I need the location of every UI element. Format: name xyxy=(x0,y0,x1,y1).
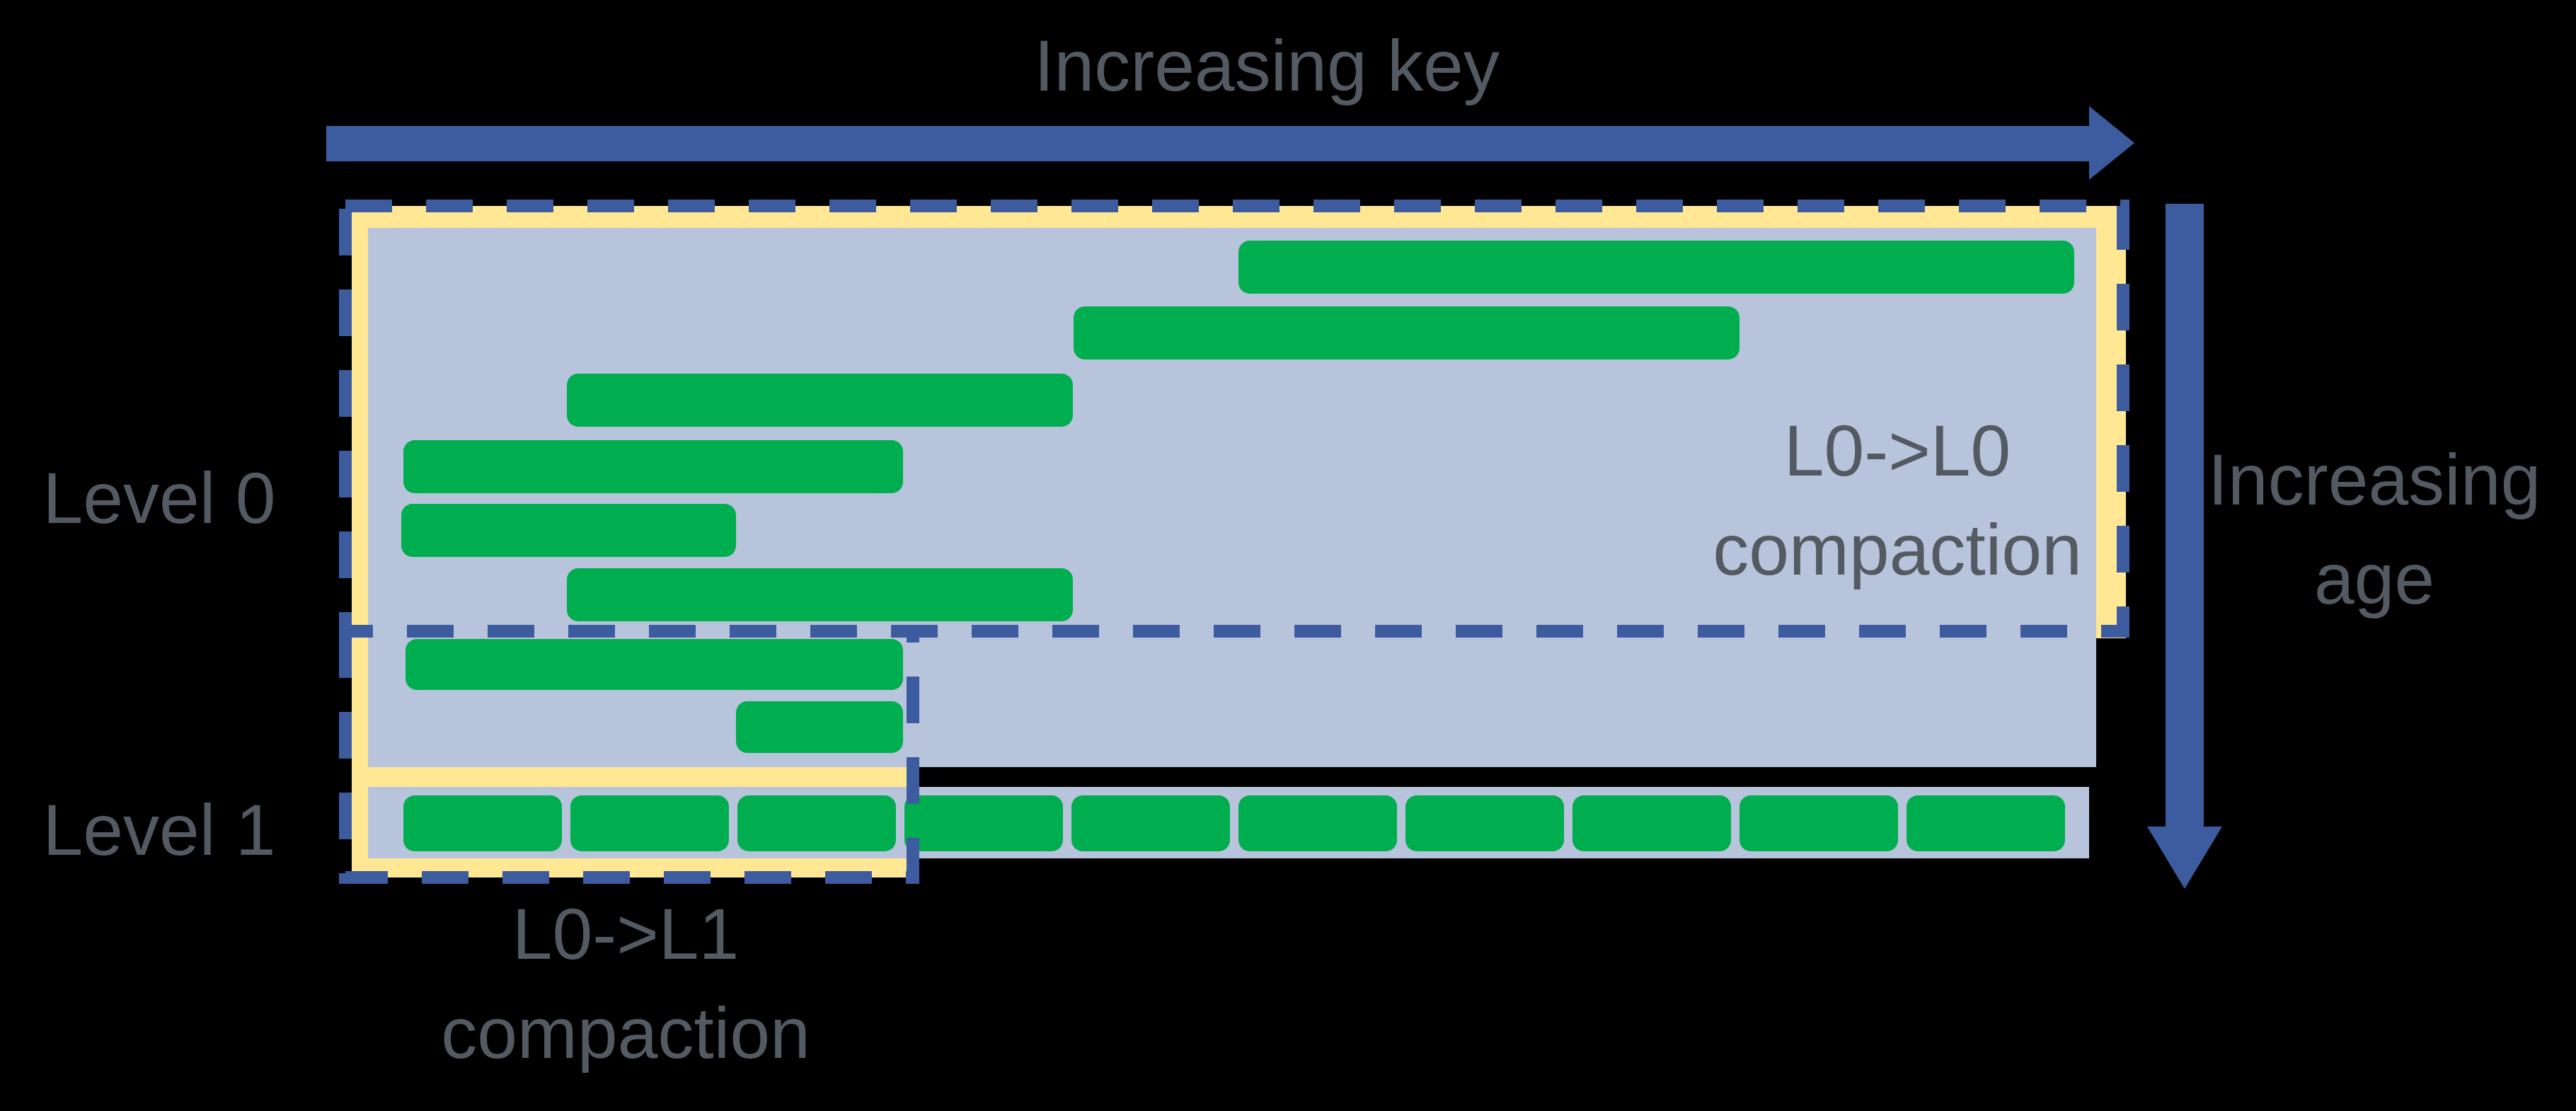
increasing-key-arrowhead-icon xyxy=(2089,106,2134,180)
l0-l1-caption-line1: L0->L1 xyxy=(512,894,740,974)
level1-panel xyxy=(368,787,2089,858)
increasing-age-line1: Increasing xyxy=(2207,439,2541,520)
increasing-key-arrow xyxy=(326,126,2089,161)
l0-l1-caption-line2: compaction xyxy=(441,993,810,1073)
level0-label: Level 0 xyxy=(42,458,276,539)
increasing-age-arrowhead-icon xyxy=(2147,827,2222,889)
level1-label: Level 1 xyxy=(42,790,276,870)
l0-l0-caption-line2: compaction xyxy=(1713,510,2082,590)
l0-l1-compaction-caption: L0->L1 compaction xyxy=(413,885,838,1083)
increasing-key-label: Increasing key xyxy=(1034,25,1500,106)
increasing-age-arrow xyxy=(2166,204,2204,827)
increasing-age-line2: age xyxy=(2313,539,2435,619)
l0-l0-caption-line1: L0->L0 xyxy=(1783,410,2011,491)
l0-l0-compaction-caption: L0->L0 compaction xyxy=(1685,401,2110,599)
increasing-age-label: Increasing age xyxy=(2176,430,2572,628)
